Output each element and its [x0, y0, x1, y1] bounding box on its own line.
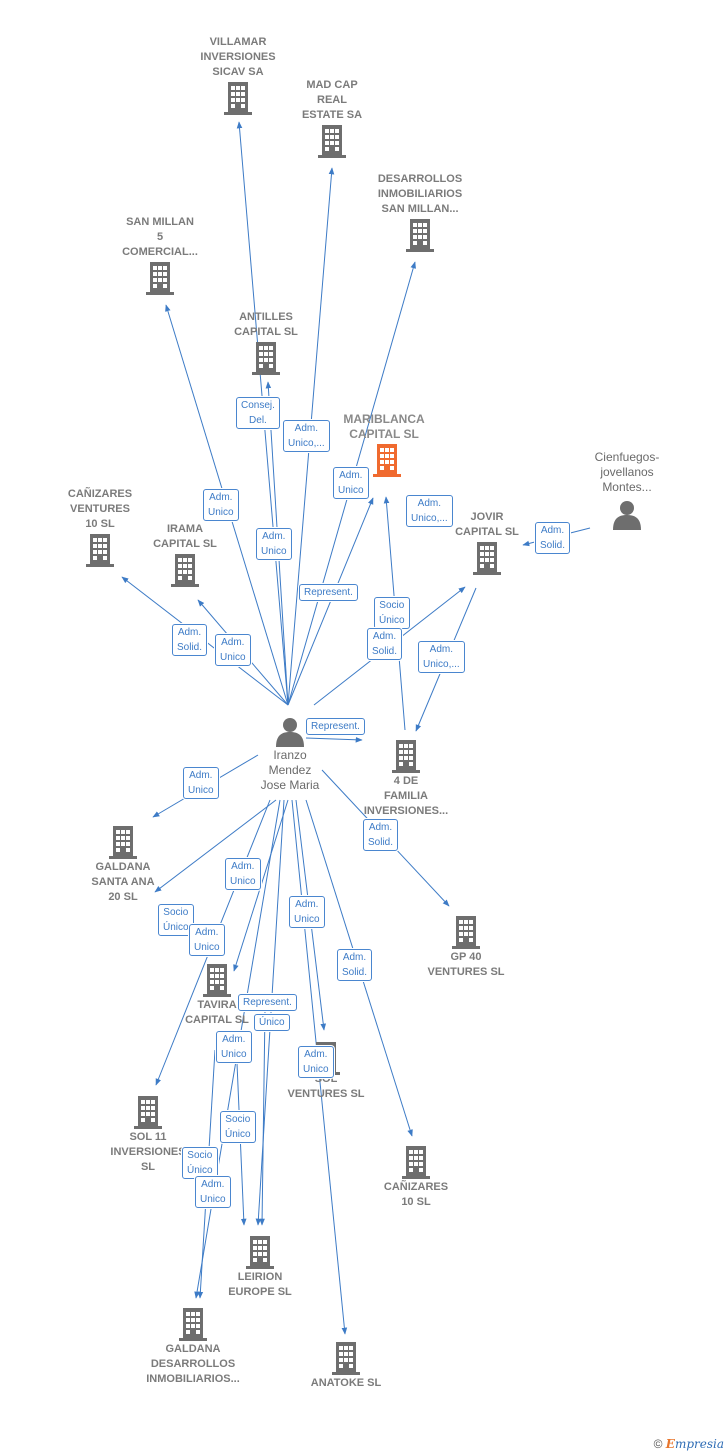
role-tag[interactable]: Adm. Unico — [216, 1031, 252, 1063]
role-tag[interactable]: Socio Único — [220, 1111, 256, 1143]
company-madcap[interactable]: MAD CAP REAL ESTATE SA — [267, 78, 397, 159]
company-label: GP 40 VENTURES SL — [427, 951, 505, 978]
person-iranzo[interactable]: Iranzo Mendez Jose Maria — [225, 716, 355, 793]
role-tag[interactable]: Represent. — [299, 584, 358, 601]
relationship-edge — [255, 799, 285, 1226]
building-icon — [109, 826, 137, 859]
company-label: SOL VENTURES SL — [287, 1073, 365, 1100]
role-tag[interactable]: Adm. Unico,... — [283, 420, 330, 452]
company-villamar[interactable]: VILLAMAR INVERSIONES SICAV SA — [173, 35, 303, 116]
company-label: CAÑIZARES 10 SL — [383, 1181, 449, 1208]
building-icon-highlight — [373, 444, 401, 477]
company-label: 4 DE FAMILIA INVERSIONES... — [363, 775, 449, 817]
company-sol-ventures[interactable]: SOL VENTURES SL — [261, 1040, 391, 1102]
company-familia[interactable]: 4 DE FAMILIA INVERSIONES... — [341, 738, 471, 819]
role-tag[interactable]: Adm. Unico,... — [418, 641, 465, 673]
role-tag[interactable]: Adm. Unico — [225, 858, 261, 890]
company-tavira[interactable]: TAVIRA CAPITAL SL — [152, 962, 282, 1028]
role-tag[interactable]: Adm. Solid. — [337, 949, 373, 981]
role-tag[interactable]: Consej. Del. — [236, 397, 280, 429]
company-sol11[interactable]: SOL 11 INVERSIONES SL — [83, 1094, 213, 1175]
role-tag[interactable]: Adm. Solid. — [172, 624, 208, 656]
building-icon — [452, 916, 480, 949]
company-desarrollos[interactable]: DESARROLLOS INMOBILIARIOS SAN MILLAN... — [355, 172, 485, 253]
building-icon — [203, 964, 231, 997]
role-tag[interactable]: Adm. Unico — [298, 1046, 334, 1078]
company-label: ANTILLES CAPITAL SL — [234, 311, 298, 338]
person-cienfuegos[interactable]: Cienfuegos- jovellanos Montes... — [562, 450, 692, 531]
brand-footer: © Empresia — [654, 1437, 724, 1451]
company-label: IRAMA CAPITAL SL — [153, 523, 217, 550]
role-tag[interactable]: Adm. Unico — [256, 528, 292, 560]
role-tag[interactable]: Adm. Unico — [215, 634, 251, 666]
company-label: DESARROLLOS INMOBILIARIOS SAN MILLAN... — [377, 173, 463, 215]
company-jovir[interactable]: JOVIR CAPITAL SL — [422, 510, 552, 576]
building-icon — [246, 1236, 274, 1269]
person-icon — [276, 718, 304, 747]
company-antilles[interactable]: ANTILLES CAPITAL SL — [201, 310, 331, 376]
person-label: Iranzo Mendez Jose Maria — [260, 748, 320, 792]
building-icon — [171, 554, 199, 587]
company-mariblanca[interactable]: MARIBLANCA CAPITAL SL — [319, 412, 449, 478]
company-label: LEIRION EUROPE SL — [228, 1271, 292, 1298]
building-icon — [318, 125, 346, 158]
role-tag[interactable]: Adm. Unico — [203, 489, 239, 521]
company-galdana-santa[interactable]: GALDANA SANTA ANA 20 SL — [58, 824, 188, 905]
role-tag[interactable]: Adm. Solid. — [535, 522, 571, 554]
relationship-edge — [305, 736, 363, 743]
company-label: MAD CAP REAL ESTATE SA — [301, 79, 363, 121]
building-icon — [252, 342, 280, 375]
building-icon — [134, 1096, 162, 1129]
brand-logo: Empresia — [665, 1437, 724, 1451]
company-leirion[interactable]: LEIRION EUROPE SL — [195, 1234, 325, 1300]
company-galdana-des[interactable]: GALDANA DESARROLLOS INMOBILIARIOS... — [128, 1306, 258, 1387]
role-tag[interactable]: Socio Único — [182, 1147, 218, 1179]
relationship-edge — [154, 799, 277, 893]
role-tag[interactable]: Adm. Solid. — [363, 819, 399, 851]
company-canizares10[interactable]: CAÑIZARES 10 SL — [351, 1144, 481, 1210]
company-label: MARIBLANCA CAPITAL SL — [343, 412, 425, 441]
building-icon — [86, 534, 114, 567]
building-icon — [406, 219, 434, 252]
company-gp40[interactable]: GP 40 VENTURES SL — [401, 914, 531, 980]
building-icon — [179, 1308, 207, 1341]
building-icon — [224, 82, 252, 115]
role-tag[interactable]: Adm. Unico — [195, 1176, 231, 1208]
company-anatoke[interactable]: ANATOKE SL — [281, 1340, 411, 1391]
company-label: SAN MILLAN 5 COMERCIAL... — [122, 216, 198, 258]
building-icon — [402, 1146, 430, 1179]
company-label: GALDANA DESARROLLOS INMOBILIARIOS... — [146, 1343, 240, 1385]
company-label: ANATOKE SL — [310, 1377, 382, 1389]
role-tag[interactable]: Único — [254, 1014, 290, 1031]
role-tag[interactable]: Socio Único — [374, 597, 410, 629]
building-icon — [146, 262, 174, 295]
company-label: CAÑIZARES VENTURES 10 SL — [67, 488, 133, 530]
role-tag[interactable]: Adm. Unico — [333, 467, 369, 499]
company-label: SOL 11 INVERSIONES SL — [110, 1131, 186, 1173]
role-tag[interactable]: Adm. Solid. — [367, 628, 403, 660]
copyright-symbol: © — [653, 1437, 663, 1451]
building-icon — [332, 1342, 360, 1375]
person-icon — [613, 501, 641, 530]
role-tag[interactable]: Socio Único — [158, 904, 194, 936]
building-icon — [392, 740, 420, 773]
relationship-edge — [287, 497, 374, 706]
company-irama[interactable]: IRAMA CAPITAL SL — [120, 522, 250, 588]
role-tag[interactable]: Represent. — [238, 994, 297, 1011]
building-icon — [473, 542, 501, 575]
role-tag[interactable]: Represent. — [306, 718, 365, 735]
person-label: Cienfuegos- jovellanos Montes... — [594, 450, 660, 494]
company-label: GALDANA SANTA ANA 20 SL — [91, 861, 155, 903]
role-tag[interactable]: Adm. Unico — [189, 924, 225, 956]
role-tag[interactable]: Adm. Unico — [289, 896, 325, 928]
company-label: JOVIR CAPITAL SL — [455, 511, 519, 538]
relationship-edge — [233, 799, 289, 972]
company-sanmillan[interactable]: SAN MILLAN 5 COMERCIAL... — [95, 215, 225, 296]
role-tag[interactable]: Adm. Unico — [183, 767, 219, 799]
company-label: VILLAMAR INVERSIONES SICAV SA — [200, 36, 276, 78]
relationship-edge — [259, 1009, 266, 1226]
company-label: TAVIRA CAPITAL SL — [185, 999, 249, 1026]
role-tag[interactable]: Adm. Unico,... — [406, 495, 453, 527]
company-canizares-ventures[interactable]: CAÑIZARES VENTURES 10 SL — [35, 487, 165, 568]
